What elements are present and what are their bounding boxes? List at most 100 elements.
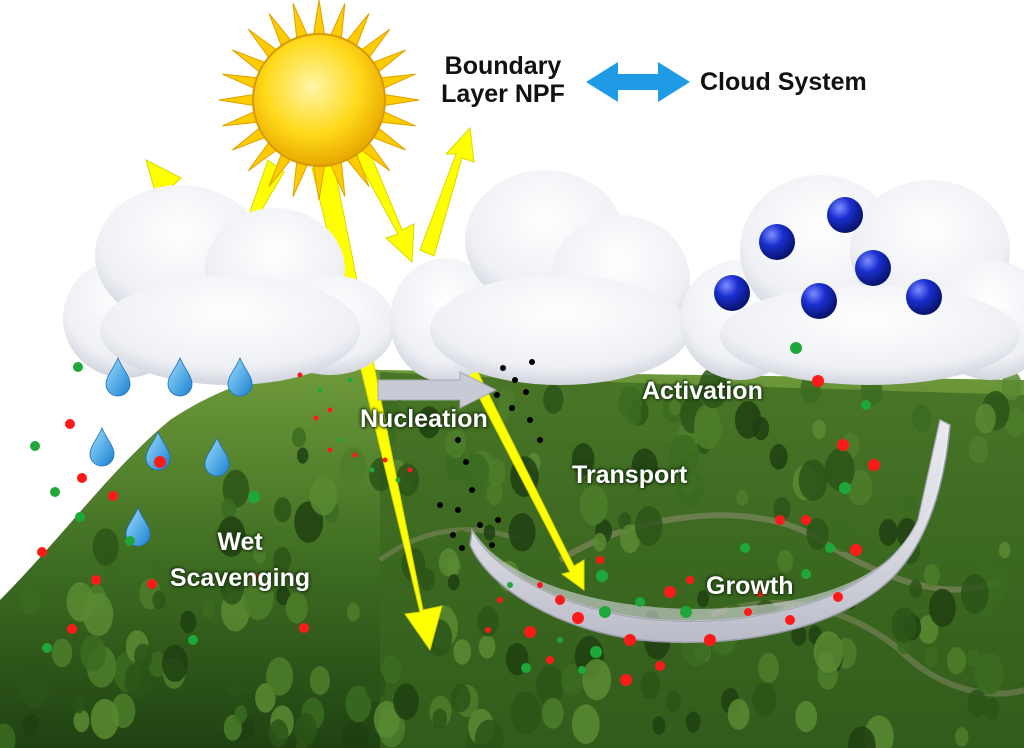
aerosol-particle: [785, 615, 795, 625]
aerosol-particle: [524, 626, 536, 638]
aerosol-particle: [555, 595, 565, 605]
aerosol-particle: [298, 373, 303, 378]
aerosol-particle: [578, 666, 586, 674]
aerosol-particle: [108, 491, 118, 501]
aerosol-particle: [801, 569, 811, 579]
aerosol-particle: [299, 623, 309, 633]
aerosol-particle: [686, 576, 694, 584]
boundary-layer-npf-label: Boundary Layer NPF: [438, 52, 568, 108]
aerosol-particle: [437, 502, 443, 508]
aerosol-particle: [833, 592, 843, 602]
cloud-icon: [63, 185, 395, 385]
aerosol-particle: [408, 468, 413, 473]
aerosol-particle: [599, 606, 611, 618]
aerosol-particle: [348, 378, 353, 383]
aerosol-particle: [546, 656, 554, 664]
aerosol-particle: [477, 522, 483, 528]
aerosol-particle: [328, 408, 333, 413]
aerosol-particle: [383, 458, 388, 463]
aerosol-particle: [812, 375, 824, 387]
aerosol-particle: [850, 544, 862, 556]
aerosol-particle: [635, 597, 645, 607]
cloud-system-label: Cloud System: [700, 68, 867, 96]
aerosol-particle: [624, 634, 636, 646]
aerosol-particle: [147, 579, 157, 589]
aerosol-particle: [65, 419, 75, 429]
aerosol-particle: [42, 643, 52, 653]
sun-icon: [219, 0, 419, 200]
aerosol-particle: [75, 512, 85, 522]
activation-label: Activation: [642, 377, 763, 405]
aerosol-particle: [450, 532, 456, 538]
transport-label: Transport: [572, 461, 687, 489]
aerosol-particle: [572, 612, 584, 624]
aerosol-particle: [655, 661, 665, 671]
aerosol-particle: [459, 545, 465, 551]
aerosol-particle: [790, 342, 802, 354]
aerosol-particle: [455, 437, 461, 443]
aerosol-particle: [37, 547, 47, 557]
aerosol-particle: [837, 439, 849, 451]
aerosol-particle: [370, 468, 375, 473]
aerosol-particle: [825, 543, 835, 553]
cloud-droplet-icon: [827, 197, 863, 233]
aerosol-particle: [489, 542, 495, 548]
aerosol-particle: [91, 575, 101, 585]
aerosol-particle: [509, 405, 515, 411]
aerosol-particle: [801, 515, 811, 525]
cloud-icon: [390, 170, 690, 385]
aerosol-particle: [353, 453, 358, 458]
aerosol-particle: [529, 359, 535, 365]
aerosol-particle: [839, 482, 851, 494]
cloud-droplet-icon: [714, 275, 750, 311]
aerosol-particle: [125, 536, 135, 546]
aerosol-particle: [537, 437, 543, 443]
aerosol-particle: [497, 597, 503, 603]
aerosol-particle: [77, 473, 87, 483]
aerosol-particle: [495, 517, 501, 523]
aerosol-particle: [861, 400, 871, 410]
cloud-droplet-icon: [801, 283, 837, 319]
aerosol-particle: [507, 582, 513, 588]
aerosol-particle: [596, 556, 604, 564]
cloud-droplet-icon: [855, 250, 891, 286]
aerosol-particle: [744, 608, 752, 616]
aerosol-particle: [521, 663, 531, 673]
wet-scavenging-label: Wet Scavenging: [160, 524, 320, 596]
aerosol-particle: [50, 487, 60, 497]
forest-hill: [0, 367, 1024, 748]
aerosol-particle: [557, 637, 563, 643]
aerosol-particle: [704, 634, 716, 646]
growth-label: Growth: [706, 572, 794, 600]
aerosol-particle: [500, 365, 506, 371]
aerosol-particle: [455, 507, 461, 513]
aerosol-particle: [523, 389, 529, 395]
aerosol-particle: [314, 416, 319, 421]
aerosol-particle: [73, 362, 83, 372]
ray-to-cloud-mid: [352, 138, 414, 262]
aerosol-particle: [396, 478, 401, 483]
aerosol-particle: [318, 388, 323, 393]
aerosol-particle: [463, 459, 469, 465]
aerosol-particle: [188, 635, 198, 645]
aerosol-particle: [590, 646, 602, 658]
cloud-droplet-icon: [906, 279, 942, 315]
aerosol-particle: [664, 586, 676, 598]
aerosol-particle: [537, 582, 543, 588]
aerosol-particle: [328, 448, 333, 453]
aerosol-particle: [485, 627, 491, 633]
aerosol-particle: [338, 438, 343, 443]
aerosol-particle: [740, 543, 750, 553]
aerosol-particle: [596, 570, 608, 582]
raindrop-icon: [90, 428, 114, 466]
aerosol-particle: [67, 624, 77, 634]
aerosol-particle: [30, 441, 40, 451]
aerosol-particle: [494, 392, 500, 398]
nucleation-label: Nucleation: [360, 405, 488, 433]
aerosol-particle: [620, 674, 632, 686]
aerosol-particle: [527, 417, 533, 423]
aerosol-particle: [154, 456, 166, 468]
aerosol-particle: [775, 515, 785, 525]
